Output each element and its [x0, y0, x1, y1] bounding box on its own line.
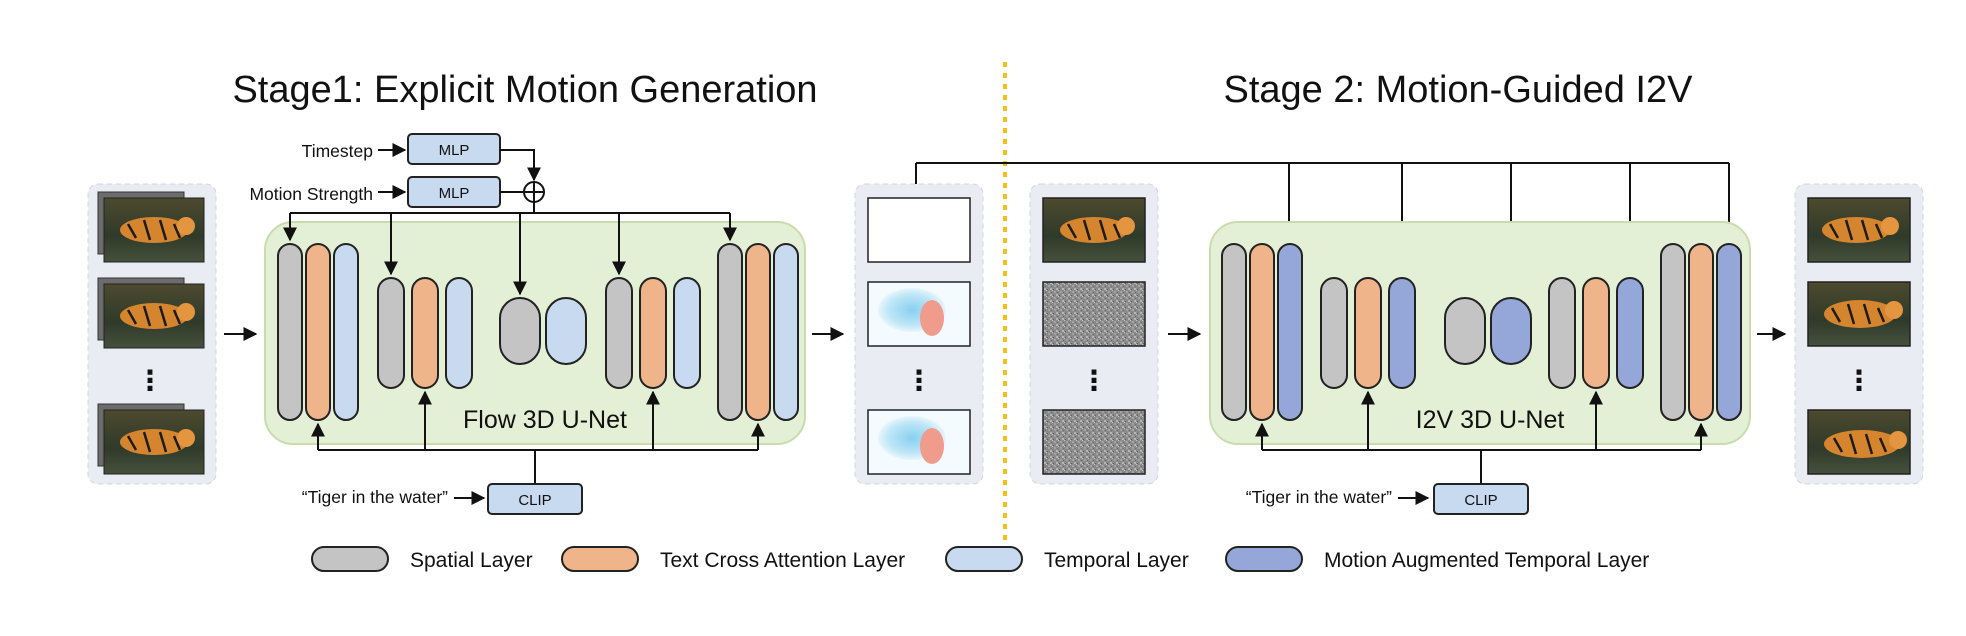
stage2-title: Stage 2: Motion-Guided I2V [1224, 69, 1694, 111]
temporal-layer [445, 277, 473, 389]
text-cross-attention-layer [1688, 243, 1714, 421]
legend-item-temporal: Temporal Layer [945, 546, 1189, 572]
spatial-layer [717, 243, 743, 421]
optical-flow-panel: ⋮ [854, 183, 984, 485]
motion-augmented-temporal-layer [1616, 277, 1644, 389]
noise-frame [1042, 281, 1146, 347]
temporal-layer [673, 277, 701, 389]
output-frame [1807, 409, 1911, 475]
output-frame [1807, 197, 1911, 263]
text-cross-attention-layer [745, 243, 771, 421]
input-frame-stack [97, 191, 205, 263]
motion-strength-label: Motion Strength [249, 184, 373, 204]
text-cross-attention-layer [411, 277, 439, 389]
svg-text:Motion Augmented Temporal Laye: Motion Augmented Temporal Layer [1324, 549, 1649, 572]
svg-text:MLP: MLP [439, 185, 470, 202]
temporal-layer [333, 243, 359, 421]
spatial-layer [1221, 243, 1247, 421]
svg-text:MLP: MLP [439, 142, 470, 159]
first-frame-image [1042, 197, 1146, 263]
i2v-unet-label: I2V 3D U-Net [1416, 406, 1565, 434]
input-frame-stack [97, 403, 205, 475]
legend-item-motion-augmented-temporal: Motion Augmented Temporal Layer [1225, 546, 1649, 572]
stage1-prompt: “Tiger in the water” [302, 487, 448, 507]
spatial-layer [1548, 277, 1576, 389]
text-cross-attention-layer [1249, 243, 1275, 421]
motion-augmented-temporal-layer [1388, 277, 1416, 389]
clip-block-stage2: CLIP [1433, 483, 1529, 515]
output-frames-panel: ⋮ [1794, 183, 1924, 485]
flow-frame [867, 409, 971, 475]
spatial-layer [1320, 277, 1348, 389]
ellipsis-dots: ⋮ [1080, 365, 1108, 396]
legend-item-spatial: Spatial Layer [311, 546, 533, 572]
legend-item-text-cross-attention: Text Cross Attention Layer [561, 546, 905, 572]
temporal-layer [773, 243, 799, 421]
temporal-layer [545, 297, 587, 365]
flow-unet-label: Flow 3D U-Net [463, 406, 627, 434]
motion-augmented-temporal-layer [1716, 243, 1742, 421]
mlp-block-motion-strength: MLP [407, 176, 501, 208]
ellipsis-dots: ⋮ [136, 365, 164, 396]
input-frames-panel: ⋮ [87, 183, 217, 485]
stage2-prompt: “Tiger in the water” [1246, 487, 1392, 507]
spatial-layer [499, 297, 541, 365]
flow-frame [867, 197, 971, 263]
ellipsis-dots: ⋮ [905, 365, 933, 396]
text-cross-attention-layer [1354, 277, 1382, 389]
flow-unet-layers [277, 243, 799, 421]
text-cross-attention-layer [1582, 277, 1610, 389]
sum-node [523, 181, 545, 203]
spatial-layer [605, 277, 633, 389]
noise-frame [1042, 409, 1146, 475]
text-cross-attention-layer [639, 277, 667, 389]
spatial-layer [377, 277, 405, 389]
ellipsis-dots: ⋮ [1845, 365, 1873, 396]
spatial-layer [1660, 243, 1686, 421]
i2v-unet-layers [1221, 243, 1742, 421]
svg-text:CLIP: CLIP [1464, 492, 1497, 509]
output-frame [1807, 281, 1911, 347]
spatial-layer [277, 243, 303, 421]
mlp-block-timestep: MLP [407, 133, 501, 165]
svg-text:Text Cross Attention Layer: Text Cross Attention Layer [660, 549, 905, 572]
spatial-layer [1444, 297, 1486, 365]
legend: Spatial Layer Text Cross Attention Layer… [311, 546, 1649, 572]
svg-text:Temporal Layer: Temporal Layer [1044, 549, 1189, 572]
stage2-input-panel: ⋮ [1029, 183, 1159, 485]
svg-text:Spatial Layer: Spatial Layer [410, 549, 533, 572]
flow-frame [867, 281, 971, 347]
stage1-title: Stage1: Explicit Motion Generation [232, 69, 817, 111]
clip-block-stage1: CLIP [487, 483, 583, 515]
motion-augmented-temporal-layer [1277, 243, 1303, 421]
motion-augmented-temporal-layer [1490, 297, 1532, 365]
svg-text:CLIP: CLIP [518, 492, 551, 509]
timestep-label: Timestep [302, 141, 373, 161]
text-cross-attention-layer [305, 243, 331, 421]
input-frame-stack [97, 277, 205, 349]
